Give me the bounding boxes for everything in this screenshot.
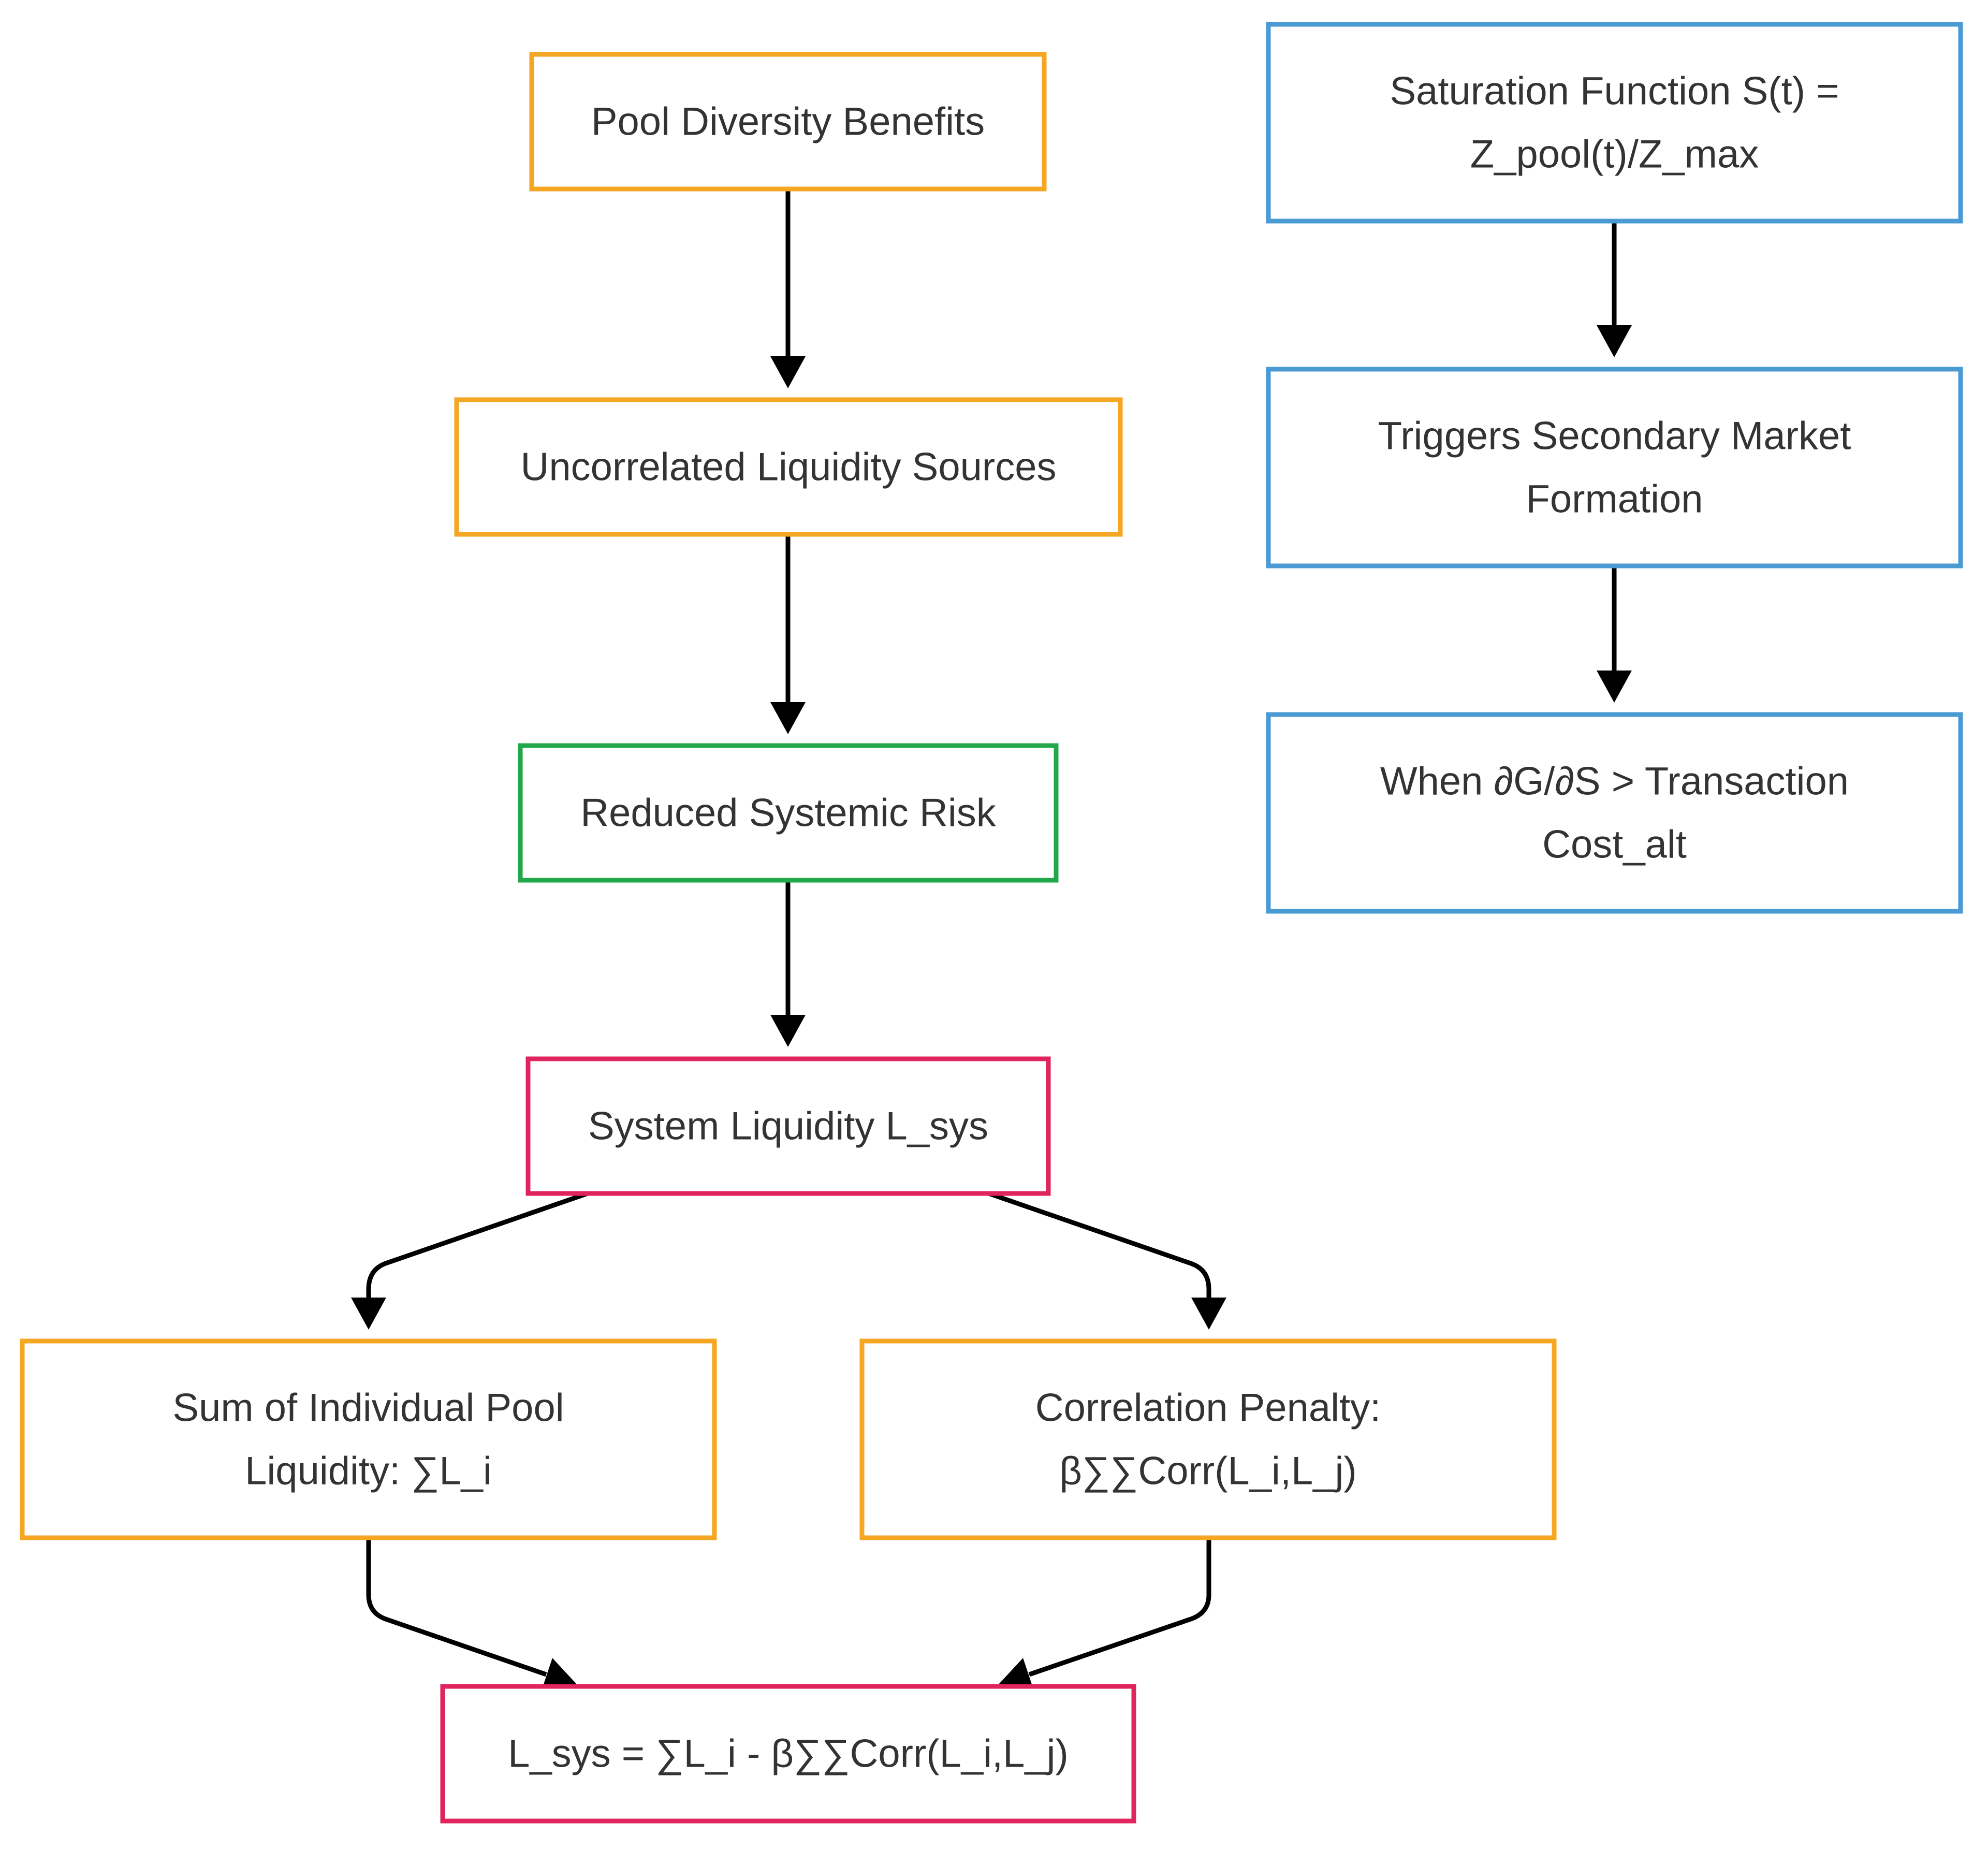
node-box	[1266, 367, 1963, 569]
node-pool-diversity: Pool Diversity Benefits	[529, 52, 1047, 192]
edge-system_liquidity-to-correlation_penalty	[988, 1191, 1226, 1330]
node-label: System Liquidity L_sys	[588, 1104, 988, 1148]
node-box	[1266, 22, 1963, 224]
node-box	[20, 1338, 717, 1540]
node-label: Uncorrelated Liquidity Sources	[521, 445, 1057, 489]
node-box	[518, 743, 1059, 883]
node-label: Reduced Systemic Risk	[580, 791, 996, 835]
node-uncorrelated: Uncorrelated Liquidity Sources	[454, 397, 1123, 537]
node-correlation-penalty: Correlation Penalty: β∑∑Corr(L_i,L_j)	[859, 1338, 1557, 1540]
arrow-head	[1597, 671, 1632, 703]
node-saturation: Saturation Function S(t) = Z_pool(t)/Z_ma…	[1266, 22, 1963, 224]
edge-uncorrelated-to-reduced_risk	[770, 534, 806, 734]
arrow-head	[770, 356, 806, 388]
edge-system_liquidity-to-sum_individual	[351, 1191, 589, 1330]
arrow-head	[1597, 325, 1632, 357]
node-system-liquidity: System Liquidity L_sys	[525, 1056, 1051, 1196]
edge-correlation_penalty-to-lsys_formula	[998, 1538, 1211, 1692]
edge-pool_diversity-to-uncorrelated	[770, 189, 806, 388]
node-lsys-formula: L_sys = ∑L_i - β∑∑Corr(L_i,L_j)	[440, 1684, 1136, 1824]
node-label: Sum of Individual Pool	[172, 1386, 564, 1430]
arrow-head	[541, 1658, 577, 1692]
node-label: Liquidity: ∑L_i	[245, 1449, 492, 1493]
arrow-head	[770, 1015, 806, 1047]
node-reduced-risk: Reduced Systemic Risk	[518, 743, 1059, 883]
edge-line	[366, 1538, 547, 1677]
node-box	[529, 52, 1047, 192]
node-label: L_sys = ∑L_i - β∑∑Corr(L_i,L_j)	[508, 1732, 1069, 1776]
node-label: When ∂G/∂S > Transaction	[1380, 760, 1849, 804]
edge-saturation-to-triggers	[1597, 221, 1632, 357]
edge-reduced_risk-to-system_liquidity	[770, 880, 806, 1047]
edges-layer	[351, 189, 1632, 1692]
node-label: Pool Diversity Benefits	[591, 100, 985, 144]
edge-triggers-to-when_partial	[1597, 566, 1632, 703]
arrow-head	[998, 1658, 1034, 1692]
arrow-head	[351, 1298, 386, 1330]
node-label: Triggers Secondary Market	[1378, 414, 1851, 458]
edge-sum_individual-to-lsys_formula	[366, 1538, 577, 1692]
node-box	[525, 1056, 1051, 1196]
node-label: Cost_alt	[1542, 823, 1687, 867]
edge-line	[988, 1191, 1211, 1300]
node-label: Correlation Penalty:	[1035, 1386, 1381, 1430]
node-label: Saturation Function S(t) =	[1390, 69, 1839, 113]
node-box	[859, 1338, 1557, 1540]
arrow-head	[770, 702, 806, 734]
edge-line	[1028, 1538, 1211, 1677]
node-box	[454, 397, 1123, 537]
node-label: Formation	[1526, 477, 1703, 521]
node-box	[1266, 712, 1963, 914]
edge-line	[366, 1191, 589, 1300]
arrow-head	[1191, 1298, 1226, 1330]
node-label: Z_pool(t)/Z_max	[1470, 133, 1759, 177]
node-label: β∑∑Corr(L_i,L_j)	[1059, 1449, 1356, 1493]
node-box	[440, 1684, 1136, 1824]
